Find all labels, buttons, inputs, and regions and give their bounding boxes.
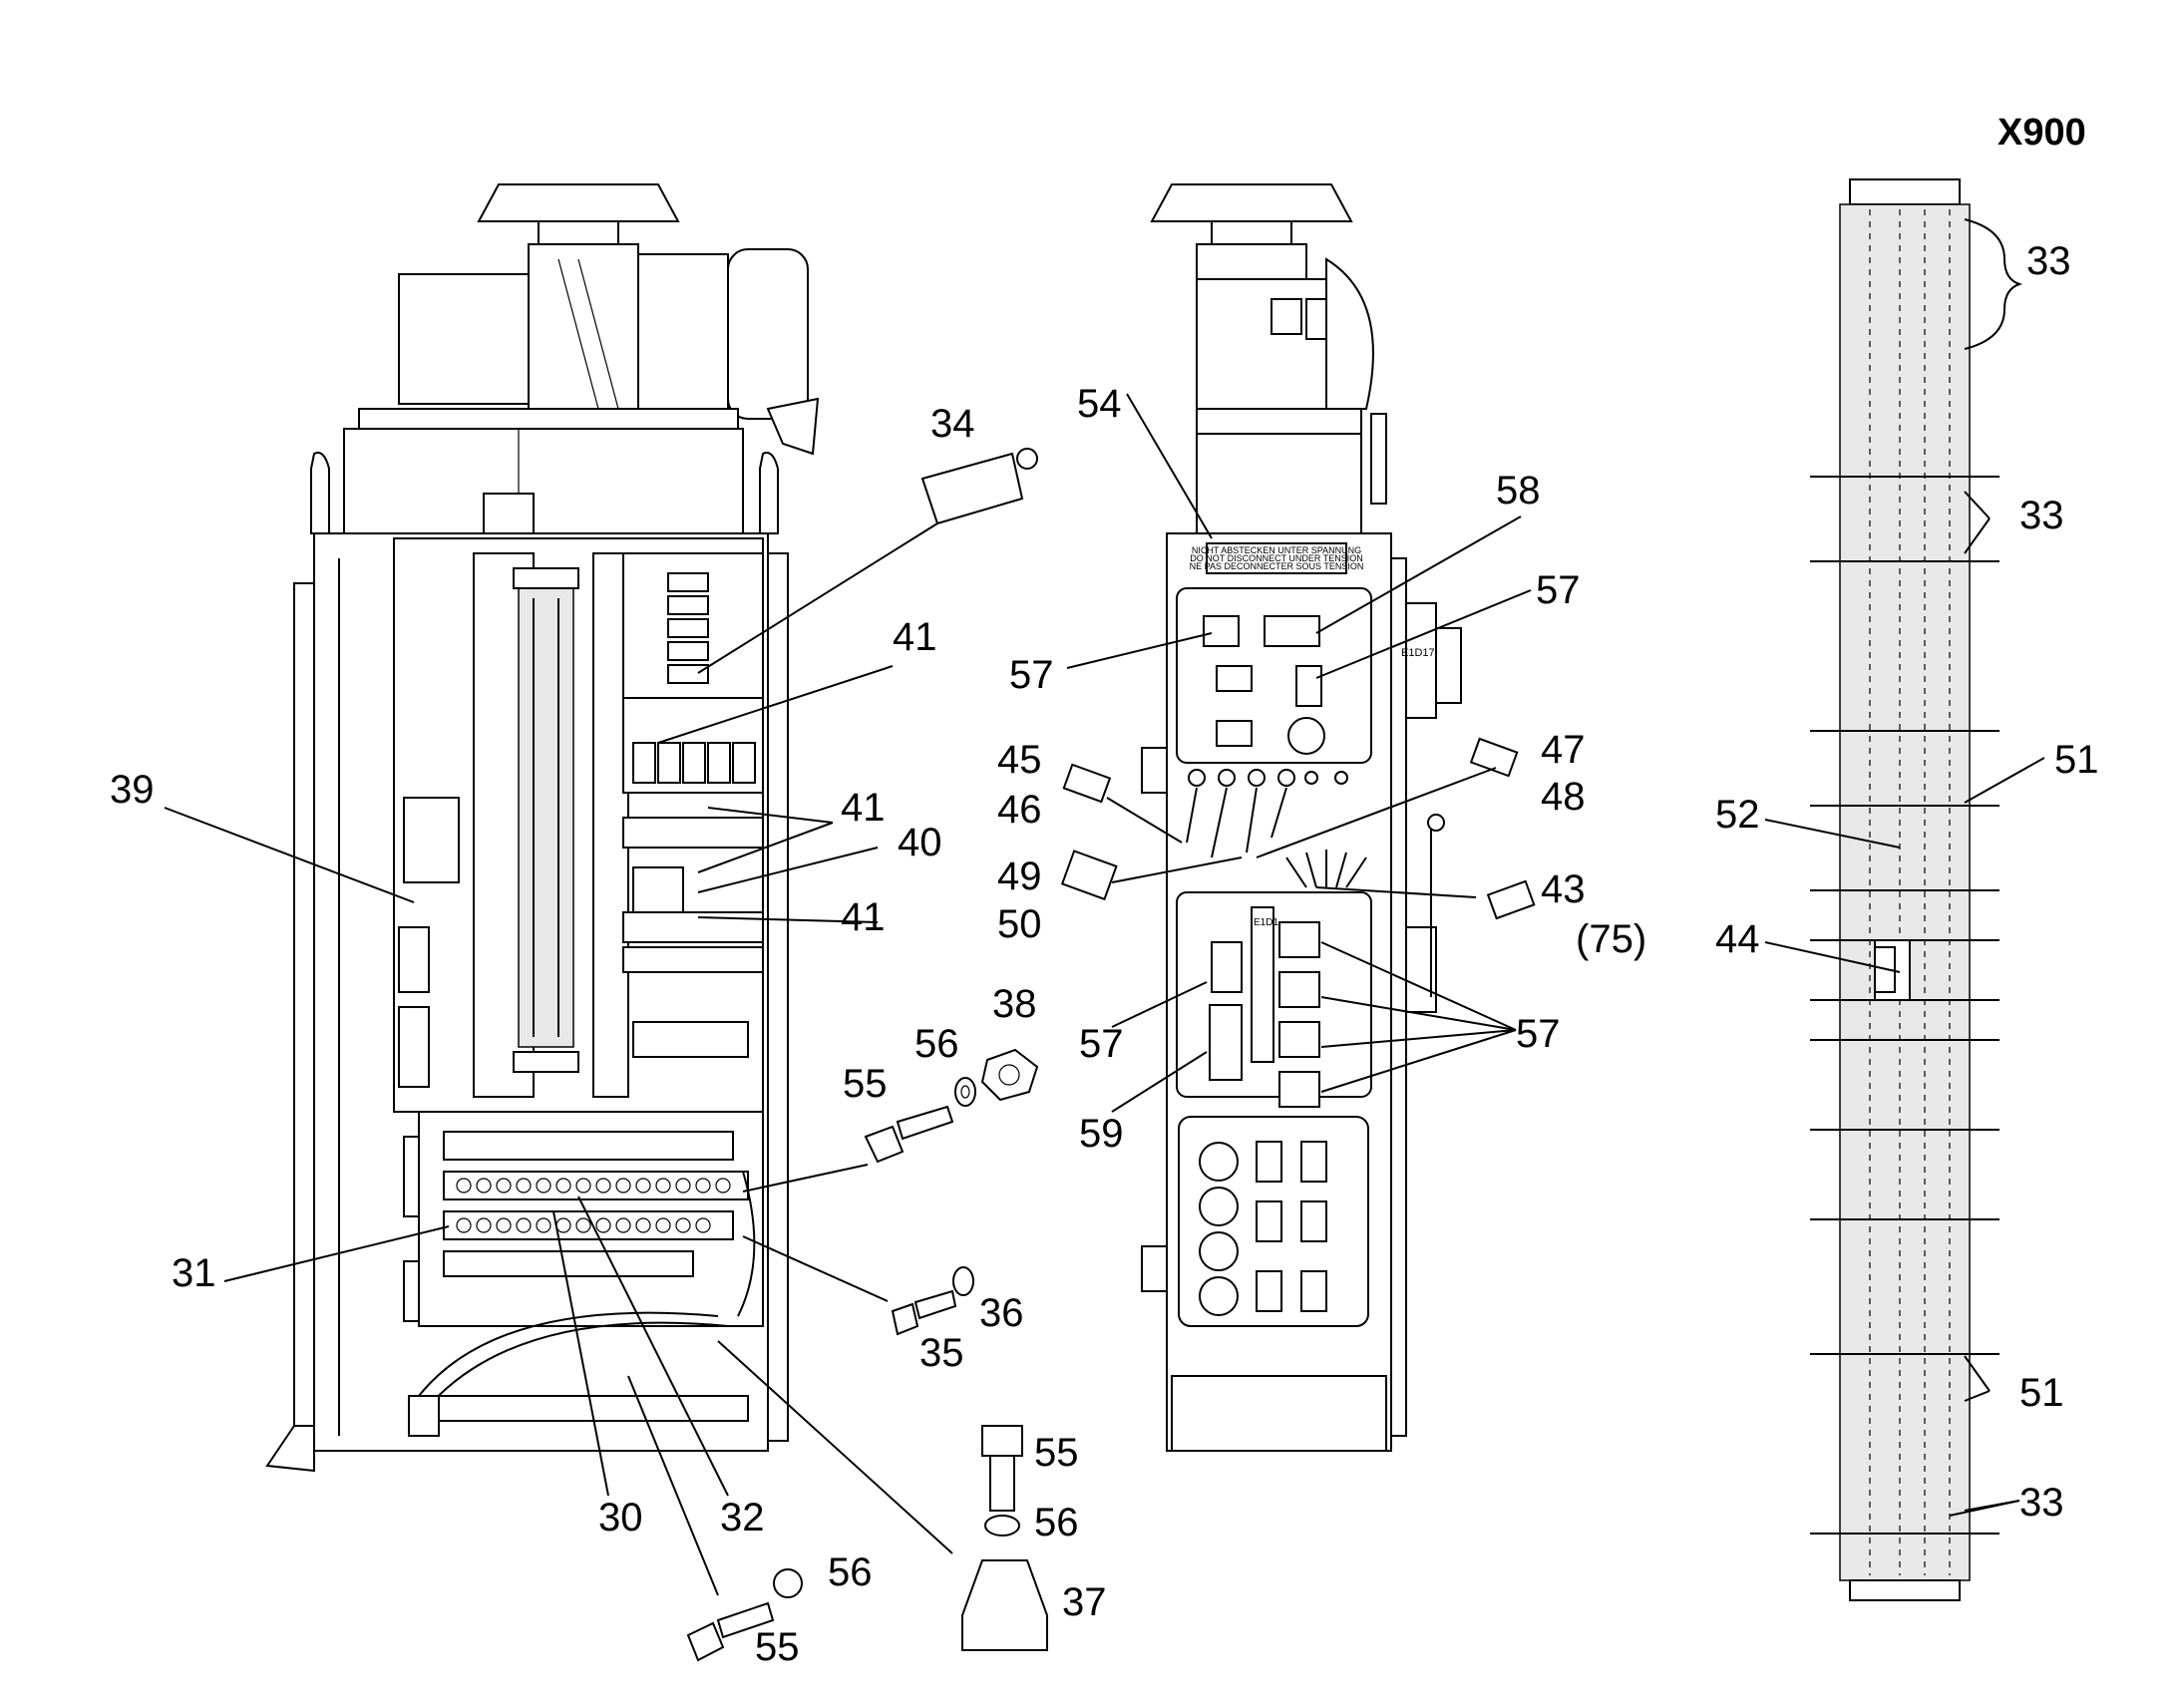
terminal-column [533,598,559,1037]
callout-57-left: 57 [1009,653,1054,697]
relay-block [667,572,709,684]
callout-32: 32 [720,1496,765,1539]
callout-56-lower: 56 [1034,1501,1079,1544]
callout-31: 31 [172,1251,216,1295]
callout-54: 54 [1077,382,1122,426]
switch-part [920,452,1024,525]
warning-label-line2: DO NOT DISCONNECT UNDER TENSION [1190,553,1363,563]
id-tag: E1D1 [1254,917,1278,928]
callout-51-top: 51 [2054,738,2099,782]
callout-44: 44 [1715,917,1760,961]
callout-41-bottom: 41 [841,895,886,939]
callout-51-bottom: 51 [2019,1371,2064,1415]
callout-33-top: 33 [2026,239,2071,283]
warning-label-line1: NICHT ABSTECKEN UNTER SPANNUNG [1192,545,1361,555]
callout-35: 35 [919,1331,964,1375]
callout-47: 47 [1541,728,1586,772]
cabinet-side-view: NICHT ABSTECKEN UNTER SPANNUNG DO NOT DI… [1141,183,1462,1452]
screw-columns [1869,209,1951,1575]
callout-30: 30 [598,1496,643,1539]
callout-45: 45 [997,738,1042,782]
callout-50: 50 [997,902,1042,946]
callout-58: 58 [1496,469,1541,512]
callout-56-left: 56 [828,1550,873,1594]
callout-43-qty: (75) [1576,917,1646,961]
callout-59: 59 [1079,1112,1124,1156]
side-tag: E1D17 [1401,647,1435,659]
callout-57-mid-left: 57 [1079,1022,1124,1066]
callout-56-upper: 56 [914,1022,959,1066]
callout-55-left: 55 [755,1625,800,1669]
callout-labels: X900 34 54 58 57 57 41 41 40 41 39 45 46… [110,112,2099,1669]
callout-52: 52 [1715,793,1760,837]
diagram-title: X900 [1998,112,2086,154]
breaker-row [632,742,756,784]
callout-38: 38 [992,982,1037,1026]
callout-41-top: 41 [893,615,937,659]
cabinet-front-view [265,183,820,1473]
callout-57-right-top: 57 [1536,568,1581,612]
callout-41-middle: 41 [841,786,886,830]
warning-label-line3: NE PAS DECONNECTER SOUS TENSION [1190,561,1364,571]
callout-46: 46 [997,788,1042,832]
callout-39: 39 [110,768,155,812]
callout-55-upper: 55 [843,1062,888,1106]
callout-49: 49 [997,854,1042,898]
terminal-strip-x900 [1810,178,1999,1601]
callout-33-middle: 33 [2019,494,2064,537]
callout-33-bottom: 33 [2019,1481,2064,1525]
callout-37: 37 [1062,1580,1107,1624]
busbar-holes [456,1178,731,1233]
callout-48: 48 [1541,775,1586,819]
callout-40: 40 [898,821,942,864]
leader-lines [164,218,2045,1596]
callout-57-mid-right: 57 [1516,1012,1561,1056]
callout-55-vertical: 55 [1034,1431,1079,1475]
callout-43: 43 [1541,867,1586,911]
callout-36: 36 [979,1291,1024,1335]
callout-34: 34 [930,402,975,446]
loose-parts [686,448,1536,1662]
